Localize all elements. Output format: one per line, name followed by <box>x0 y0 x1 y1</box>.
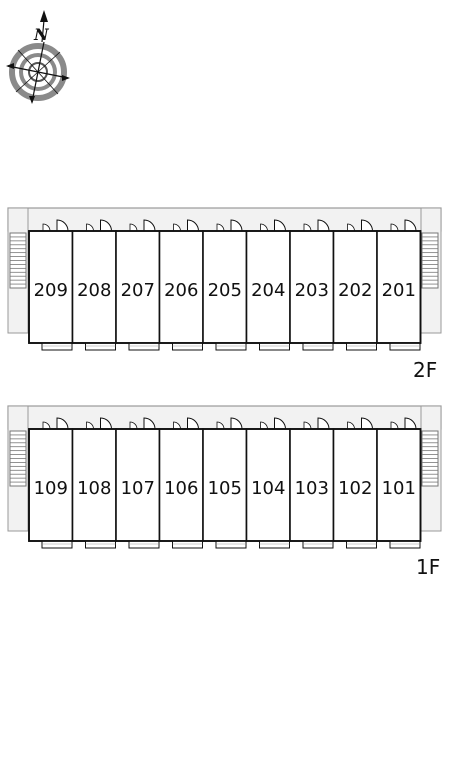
balcony <box>259 540 290 549</box>
balcony <box>259 342 290 351</box>
door-icon <box>187 219 199 232</box>
door-icon <box>56 417 69 430</box>
corridor <box>7 405 442 430</box>
unit-number-label: 106 <box>164 478 198 499</box>
floor-2f-plan: 209 208 207 206 205 204 203 202 201 <box>7 207 442 351</box>
unit-box <box>115 428 161 542</box>
stairs-right <box>421 232 439 289</box>
unit-box <box>245 428 291 542</box>
floor-1f-plan: 109 108 107 106 105 104 103 102 101 <box>7 405 442 549</box>
door-icon <box>361 417 373 430</box>
unit-number-label: 108 <box>77 478 111 499</box>
unit-207: 207 <box>115 219 161 351</box>
balcony <box>172 342 203 351</box>
unit-box <box>202 230 248 344</box>
stairs-right <box>421 430 439 487</box>
unit-number-label: 207 <box>121 280 155 301</box>
unit-106: 106 <box>158 417 204 549</box>
door-icon <box>230 219 243 232</box>
unit-box <box>332 428 378 542</box>
floor-label-1f: 1F <box>416 555 440 579</box>
floor-label-2f: 2F <box>413 358 437 382</box>
balcony <box>389 342 421 351</box>
unit-number-label: 205 <box>208 280 242 301</box>
door-icon <box>143 219 156 232</box>
unit-number-label: 201 <box>382 280 416 301</box>
stairs-left <box>9 232 27 289</box>
door-icon <box>230 417 243 430</box>
unit-number-label: 209 <box>34 280 68 301</box>
balcony <box>128 540 160 549</box>
unit-102: 102 <box>332 417 378 549</box>
door-icon <box>317 219 330 232</box>
unit-103: 103 <box>289 417 335 549</box>
unit-box <box>376 230 422 344</box>
unit-101: 101 <box>376 417 422 549</box>
door-icon <box>56 219 69 232</box>
door-icon <box>404 417 417 430</box>
door-icon <box>100 417 112 430</box>
unit-104: 104 <box>245 417 291 549</box>
door-icon <box>274 417 286 430</box>
unit-box <box>158 428 204 542</box>
unit-number-label: 109 <box>34 478 68 499</box>
balcony <box>389 540 421 549</box>
compass-rose-icon <box>6 10 70 104</box>
door-icon <box>361 219 373 232</box>
unit-209: 209 <box>28 219 74 351</box>
unit-202: 202 <box>332 219 378 351</box>
unit-number-label: 103 <box>295 478 329 499</box>
door-icon <box>274 219 286 232</box>
balcony <box>302 342 334 351</box>
unit-number-label: 101 <box>382 478 416 499</box>
door-icon <box>100 219 112 232</box>
balcony <box>346 540 377 549</box>
unit-107: 107 <box>115 417 161 549</box>
unit-box <box>71 230 117 344</box>
door-icon <box>143 417 156 430</box>
unit-number-label: 202 <box>338 280 372 301</box>
balcony <box>85 342 116 351</box>
unit-box <box>28 428 74 542</box>
balcony <box>346 342 377 351</box>
stairs-left <box>9 430 27 487</box>
unit-205: 205 <box>202 219 248 351</box>
unit-203: 203 <box>289 219 335 351</box>
unit-number-label: 102 <box>338 478 372 499</box>
door-icon <box>404 219 417 232</box>
balcony <box>41 540 73 549</box>
balcony <box>215 342 247 351</box>
door-icon <box>317 417 330 430</box>
unit-109: 109 <box>28 417 74 549</box>
unit-number-label: 204 <box>251 280 285 301</box>
balcony <box>302 540 334 549</box>
unit-105: 105 <box>202 417 248 549</box>
unit-208: 208 <box>71 219 117 351</box>
unit-number-label: 105 <box>208 478 242 499</box>
unit-box <box>158 230 204 344</box>
unit-number-label: 208 <box>77 280 111 301</box>
compass-north-label: N <box>33 25 50 44</box>
unit-number-label: 104 <box>251 478 285 499</box>
unit-204: 204 <box>245 219 291 351</box>
balcony <box>85 540 116 549</box>
unit-201: 201 <box>376 219 422 351</box>
unit-206: 206 <box>158 219 204 351</box>
balcony <box>128 342 160 351</box>
balcony <box>215 540 247 549</box>
balcony <box>172 540 203 549</box>
unit-108: 108 <box>71 417 117 549</box>
corridor <box>7 207 442 232</box>
unit-number-label: 203 <box>295 280 329 301</box>
unit-box <box>289 428 335 542</box>
unit-number-label: 206 <box>164 280 198 301</box>
unit-number-label: 107 <box>121 478 155 499</box>
door-icon <box>187 417 199 430</box>
balcony <box>41 342 73 351</box>
